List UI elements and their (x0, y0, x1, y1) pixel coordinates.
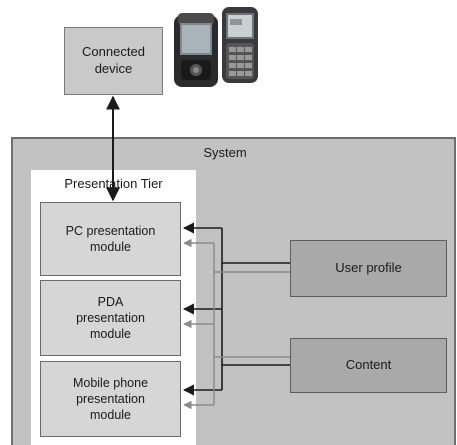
mobile-phone-presentation-module: Mobile phone presentation module (40, 361, 181, 437)
user-profile-box: User profile (290, 240, 447, 297)
pda-device-icon (174, 13, 218, 87)
mobile-phone-icon (222, 7, 258, 83)
system-label: System (203, 145, 247, 160)
handheld-devices-image (174, 7, 258, 87)
user-profile-bus (182, 222, 290, 396)
pda-presentation-module: PDA presentation module (40, 280, 181, 356)
content-bus (183, 238, 290, 410)
connected-device-box: Connected device (64, 27, 163, 95)
pc-presentation-module: PC presentation module (40, 202, 181, 276)
content-box: Content (290, 338, 447, 393)
